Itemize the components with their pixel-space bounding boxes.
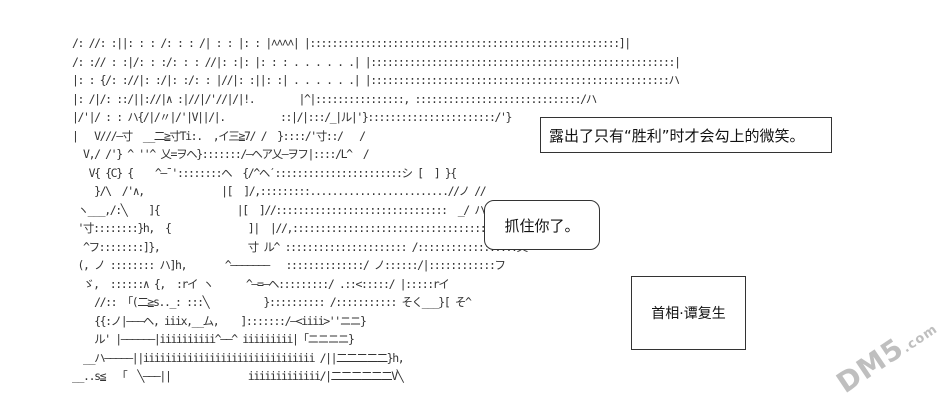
ascii-art-line: /: //: :||: : : /: : : /| : : |: : |˄˄˄˄… xyxy=(72,36,631,50)
ascii-art-line: __ハ—————||iiiiiiiiiiiiiiiiiiiiiiiiiiiiii… xyxy=(83,350,405,365)
ascii-art-line: ^フ::::::::]}, 寸 ル^ :::::::::::::::::::::… xyxy=(83,239,528,254)
site-watermark: DM5.com xyxy=(830,309,938,400)
ascii-art-line: | V///—寸 __二≧寸Ti:. ,イ三≧7/ / }::::/'寸::/ … xyxy=(72,128,366,143)
ascii-art-line: |: : {/: ://|: :/|: :/: : |//|: :||: :| … xyxy=(72,73,680,87)
ascii-art-line: '寸::::::::}h, { ]| |//,:::::::::::::::::… xyxy=(77,221,487,235)
ascii-art-line: /: :// : :|/: : :/: : : //|: :|: |: : : … xyxy=(72,54,681,69)
ascii-art-line: __..s≦ 「 ╲———|| iiiiiiiiiiiii/|二二二二二二V╲ xyxy=(72,369,404,383)
caption-text: 露出了只有“胜利”时才会勾上的微笑。 xyxy=(549,126,805,145)
speech-bubble-text: 抓住你了。 xyxy=(504,216,580,235)
credit-text: 首相·谭复生 xyxy=(651,306,726,322)
ascii-art-line: |: /|/: ::/||://|∧ :|//|/'//|/|!. |^|:::… xyxy=(72,91,597,106)
ascii-art: /: //: :||: : : /: : : /| : : |: : |˄˄˄˄… xyxy=(72,34,681,386)
speech-bubble: 抓住你了。 xyxy=(484,200,600,250)
watermark-suffix: .com xyxy=(899,321,938,357)
watermark-text: DM5 xyxy=(830,331,910,400)
ascii-art-line: ゞ, ::::::∧ {, :rイ ヽ ^—=—ヘ:::::::::/ .::<… xyxy=(83,276,450,291)
ascii-art-line: {{:ノ|———ヘ, iiix,__ム, ]:::::::/—<iiii>''ニ… xyxy=(94,313,367,328)
ascii-art-line: //:: 「(二≧s.._: :::╲ }:::::::::: /:::::::… xyxy=(94,295,472,309)
ascii-art-line: (, ノ :::::::: ハ]h, ^——————— ::::::::::::… xyxy=(77,258,506,272)
ascii-art-line: V,/ /'} ^ ''^ 乂=ヲヘ}:::::::/—ヘア乂—ヲフ|::::/… xyxy=(83,147,370,161)
ascii-art-line: V{ {C} { ^—¯'::::::::ヘ {/^ヘˊ::::::::::::… xyxy=(88,165,458,180)
caption-box: 露出了只有“胜利”时才会勾上的微笑。 xyxy=(540,117,832,153)
ascii-art-line: |/'|/ : : ハ{/|/〃|/'|V||/|. ::|/|:::/_|ル|… xyxy=(72,110,512,124)
credit-box: 首相·谭复生 xyxy=(631,276,746,350)
ascii-art-line: ル' |——————|iiiiiiiiii^——^ iiiiiiiii|「ニニニ… xyxy=(94,332,355,346)
ascii-art-line: }/\ /'∧, |[ ]/,:::::::::................… xyxy=(94,184,487,198)
ascii-art-line: ヽ___,/:╲ ]{ |[ ]//::::::::::::::::::::::… xyxy=(77,202,497,217)
